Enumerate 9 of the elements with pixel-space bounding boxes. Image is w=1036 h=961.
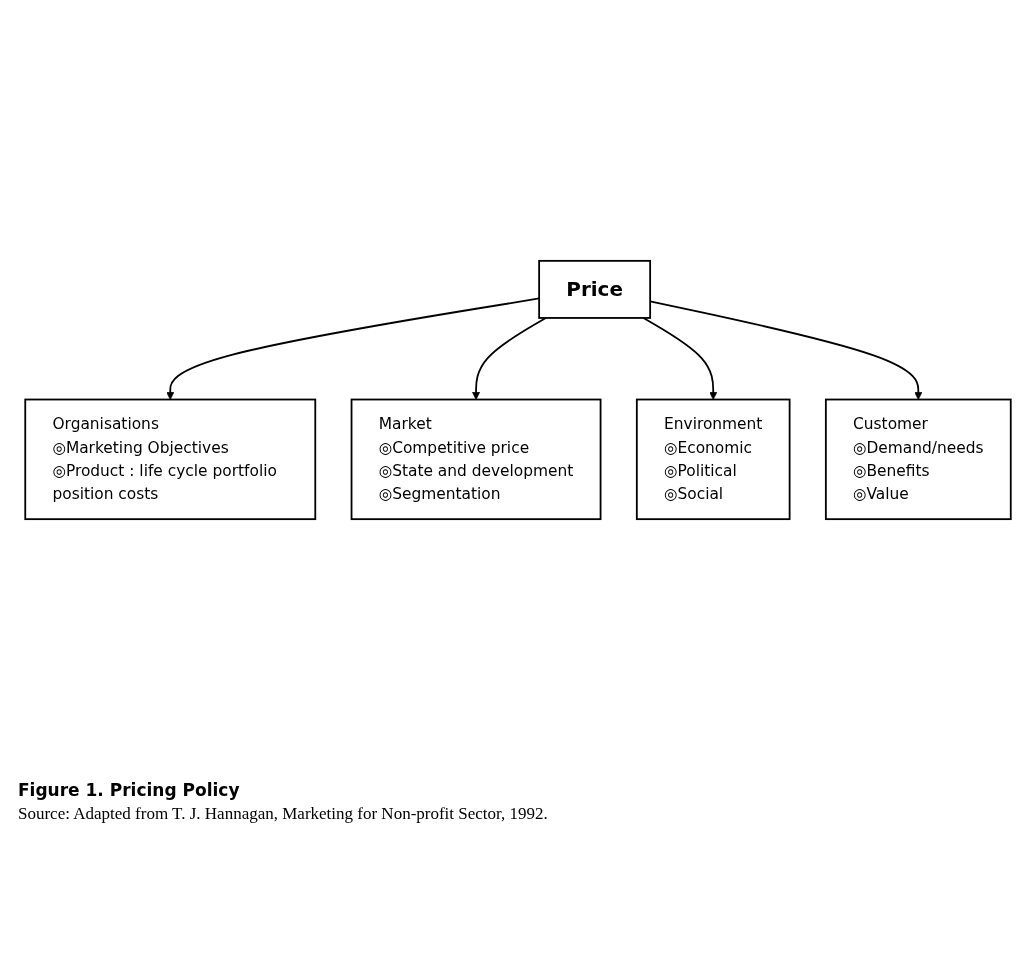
node-box: Market ◎Competitive price ◎State and development ◎Segmentation (350, 398, 602, 521)
source-note: Source: Adapted from T. J. Hannagan, Marketing for Non-profit Sector, 1992. (18, 804, 549, 824)
figure-caption: Figure 1. Pricing Policy (18, 780, 241, 800)
node-box: Organisations ◎Marketing Objectives ◎Product : life cycle portfolio position costs (24, 398, 317, 521)
arrow (642, 317, 718, 400)
node-box: Price (538, 259, 652, 319)
node-box: Environment ◎Economic ◎Political ◎Social (635, 398, 791, 521)
arrow (472, 317, 547, 400)
node-box: Customer ◎Demand/needs ◎Benefits ◎Value (824, 398, 1012, 521)
